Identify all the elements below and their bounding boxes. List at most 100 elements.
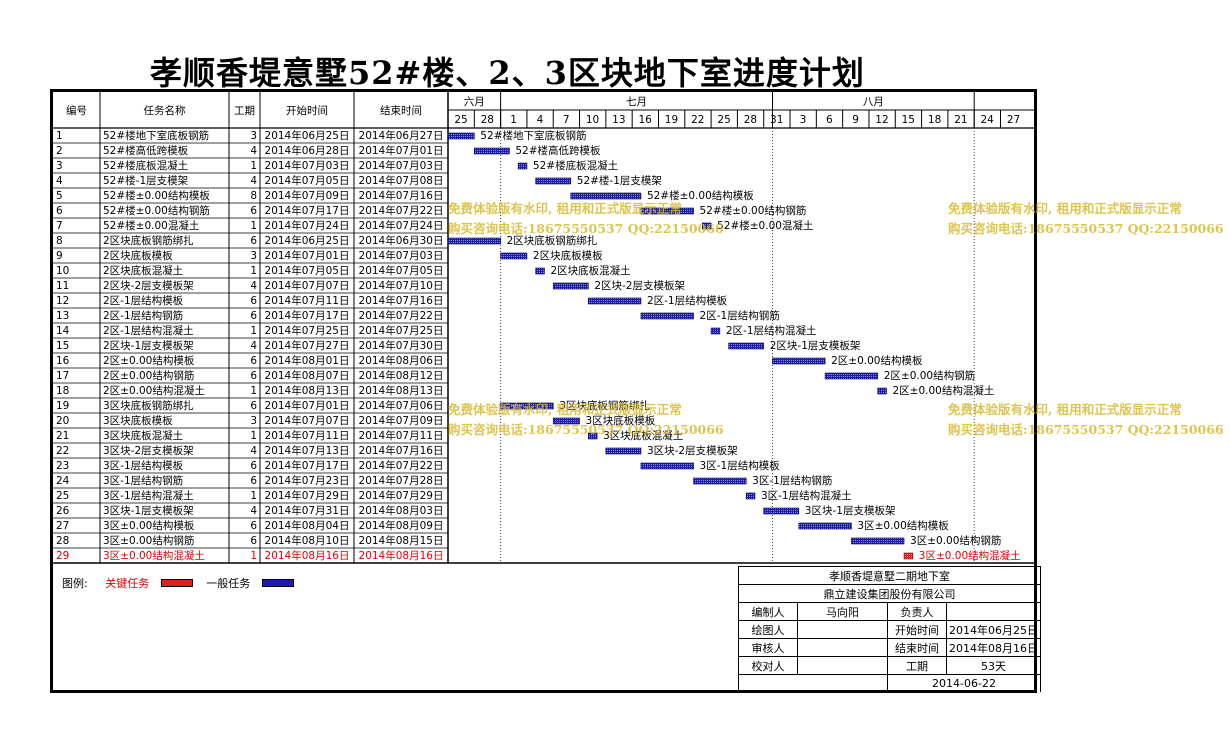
task-id: 10: [56, 265, 69, 277]
task-duration: 1: [250, 265, 257, 277]
gantt-bar: [903, 552, 914, 560]
gantt-bar: [605, 447, 642, 455]
legend: 图例: 关键任务 一般任务: [62, 575, 304, 591]
legend-normal-swatch: [261, 579, 294, 587]
task-id: 15: [56, 340, 69, 352]
task-name: 3区±0.00结构模板: [103, 519, 195, 532]
project-name: 孝顺香堤意墅二期地下室: [738, 566, 1041, 585]
day-tick-label: 27: [1007, 114, 1020, 126]
task-duration: 6: [250, 235, 257, 247]
gantt-bar-label: 3区-1层结构模板: [700, 459, 781, 472]
task-id: 20: [56, 415, 69, 427]
task-duration: 6: [250, 520, 257, 532]
task-name: 3区块底板钢筋绑扎: [103, 399, 194, 412]
task-start: 2014年07月05日: [265, 174, 350, 187]
task-id: 12: [56, 295, 69, 307]
task-name: 52#楼±0.00混凝土: [103, 219, 199, 232]
task-name: 2区块底板钢筋绑扎: [103, 234, 194, 247]
gantt-bar-label: 52#楼-1层支模架: [577, 174, 663, 187]
task-name: 3区块-2层支模板架: [103, 444, 194, 457]
month-label: 七月: [626, 96, 647, 108]
task-name: 3区块底板模板: [103, 414, 173, 427]
task-name: 2区±0.00结构混凝土: [103, 384, 205, 397]
task-duration: 6: [250, 535, 257, 547]
task-start: 2014年07月17日: [265, 459, 350, 472]
column-header: 结束时间: [380, 104, 422, 117]
task-id: 8: [56, 235, 63, 247]
gantt-bar-label: 3区±0.00结构模板: [857, 519, 949, 532]
task-name: 3区块-1层支模板架: [103, 504, 194, 517]
gantt-bar: [588, 432, 598, 440]
gantt-bar-label: 3区-1层结构混凝土: [761, 489, 852, 502]
legend-normal-label: 一般任务: [206, 577, 251, 590]
gantt-bar: [500, 402, 554, 410]
gantt-bar: [474, 147, 510, 155]
compiler-value: 马向阳: [797, 602, 888, 621]
gantt-bar-label: 52#楼底板混凝土: [533, 159, 618, 172]
task-id: 16: [56, 355, 70, 367]
task-duration: 6: [250, 355, 257, 367]
gantt-bar: [640, 312, 694, 320]
task-name: 3区-1层结构混凝土: [103, 489, 194, 502]
blank-cell: [738, 674, 888, 692]
task-end: 2014年07月22日: [359, 204, 444, 217]
gantt-bar: [447, 237, 501, 245]
task-id: 2: [56, 145, 63, 157]
gantt-bar: [763, 507, 800, 515]
task-name: 52#楼地下室底板钢筋: [103, 129, 209, 142]
owner-label: 负责人: [887, 602, 947, 621]
task-duration: 1: [250, 220, 257, 232]
task-end: 2014年08月03日: [359, 504, 444, 517]
task-start: 2014年07月11日: [265, 429, 350, 442]
task-name: 52#楼±0.00结构钢筋: [103, 204, 210, 217]
legend-critical-label: 关键任务: [105, 577, 150, 590]
gantt-bar: [570, 192, 642, 200]
day-tick-label: 16: [638, 114, 652, 126]
checker-value: [797, 656, 888, 675]
task-end: 2014年07月16日: [359, 444, 444, 457]
task-duration: 6: [250, 205, 257, 217]
task-duration: 6: [250, 400, 257, 412]
task-end: 2014年07月22日: [359, 309, 444, 322]
task-end: 2014年07月03日: [359, 249, 444, 262]
task-start: 2014年06月25日: [265, 129, 350, 142]
gantt-bar-label: 3区块-1层支模板架: [805, 504, 896, 517]
gantt-bar: [588, 297, 642, 305]
task-start: 2014年07月24日: [265, 219, 350, 232]
task-end: 2014年07月16日: [359, 294, 444, 307]
task-end: 2014年07月22日: [359, 459, 444, 472]
task-id: 19: [56, 400, 69, 412]
task-start: 2014年07月31日: [265, 504, 350, 517]
task-id: 14: [56, 325, 70, 337]
task-id: 11: [56, 280, 69, 292]
task-duration: 6: [250, 310, 257, 322]
task-duration: 1: [250, 550, 257, 562]
task-end: 2014年08月15日: [359, 534, 444, 547]
task-start: 2014年08月13日: [265, 384, 350, 397]
task-name: 2区块-1层支模板架: [103, 339, 194, 352]
task-start: 2014年06月25日: [265, 234, 350, 247]
gantt-bar-label: 52#楼地下室底板钢筋: [480, 129, 586, 142]
task-id: 23: [56, 460, 69, 472]
plan-date: 2014-06-22: [887, 674, 1041, 692]
project-info-table: 孝顺香堤意墅二期地下室 鼎立建设集团股份有限公司 编制人 马向阳 负责人 绘图人…: [738, 566, 1041, 692]
gantt-bar-label: 2区块-1层支模板架: [770, 339, 861, 352]
task-start: 2014年08月07日: [265, 369, 350, 382]
owner-value: [946, 602, 1041, 621]
task-id: 29: [56, 550, 69, 562]
task-id: 9: [56, 250, 63, 262]
gantt-bar-label: 2区-1层结构模板: [647, 294, 728, 307]
task-id: 7: [56, 220, 63, 232]
task-end: 2014年07月11日: [359, 429, 444, 442]
task-duration: 4: [250, 445, 257, 457]
legend-critical-swatch: [160, 579, 193, 587]
task-start: 2014年07月01日: [265, 249, 350, 262]
duration-label: 工期: [887, 656, 947, 675]
reviewer-value: [797, 638, 888, 657]
gantt-bar: [772, 357, 826, 365]
task-duration: 6: [250, 295, 257, 307]
task-end: 2014年07月16日: [359, 189, 444, 202]
